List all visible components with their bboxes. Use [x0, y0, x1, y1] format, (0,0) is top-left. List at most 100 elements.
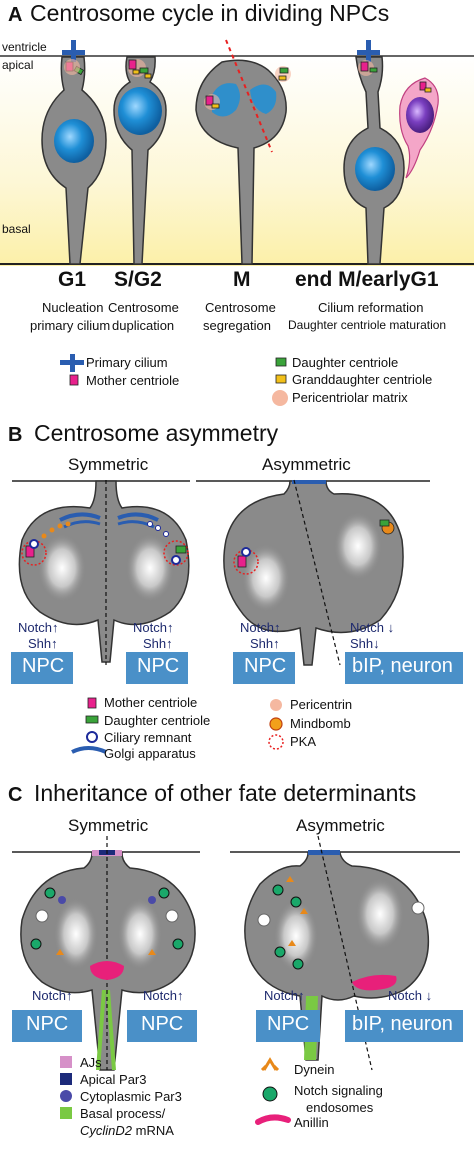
- b-shh-4: Shh↓: [350, 636, 380, 651]
- b-bip-label: bIP, neuron: [352, 655, 453, 677]
- b-legend-pericentrin: Pericentrin: [290, 697, 353, 712]
- daughter-centriole-icon: [275, 357, 287, 367]
- c-legend-cyclind2: CyclinD2: [80, 1123, 133, 1138]
- c-legend-dynein-icon: [260, 1057, 280, 1072]
- panel-c-asymmetric: Asymmetric: [296, 816, 385, 835]
- c-npc-label-1: NPC: [26, 1013, 69, 1035]
- b-legend-mother: Mother centriole: [104, 695, 198, 710]
- sg2-desc-2: duplication: [112, 318, 175, 333]
- b-legend-mother-icon: [87, 697, 97, 709]
- phase-endm: end M/earlyG1: [295, 268, 439, 291]
- b-legend-pka-icon: [268, 734, 284, 750]
- m-desc-2: segregation: [203, 318, 271, 333]
- legend-granddaughter: Granddaughter centriole: [292, 372, 433, 387]
- sg2-nucleus: [118, 87, 162, 135]
- panel-c-title: Inheritance of other fate determinants: [34, 780, 417, 806]
- c-legend-mrna: mRNA: [132, 1123, 174, 1138]
- asym-anillin: [352, 974, 397, 991]
- panel-b-asymmetric: Asymmetric: [262, 455, 351, 474]
- b-notch-2: Notch↑: [133, 620, 174, 635]
- panel-b-diagram: [11, 479, 463, 754]
- g1-desc-2: primary cilium: [30, 318, 111, 333]
- c-bip-label: bIP, neuron: [352, 1013, 453, 1035]
- b-legend-daughter-icon: [85, 715, 99, 724]
- c-notch-2: Notch↑: [143, 988, 184, 1003]
- c-legend-apical-par3-icon: [60, 1073, 72, 1085]
- c-legend-basal-1: Basal process/: [80, 1106, 166, 1121]
- c-legend-anillin-icon: [255, 1114, 291, 1125]
- mother-centriole-icon: [69, 374, 79, 386]
- c-legend-basal-icon: [60, 1107, 72, 1119]
- b-legend-ciliary: Ciliary remnant: [104, 730, 192, 745]
- b-legend-mindbomb-icon: [269, 717, 283, 731]
- b-legend-daughter: Daughter centriole: [104, 713, 211, 728]
- b-legend-golgi: Golgi apparatus: [104, 746, 196, 761]
- legend-primary-cilium: Primary cilium: [86, 355, 168, 370]
- g1-desc-1: Nucleation: [42, 300, 104, 315]
- c-notch-3: Notch↑: [264, 988, 305, 1003]
- legend-daughter-centriole-a: Daughter centriole: [292, 355, 399, 370]
- neuron-nucleus: [406, 97, 434, 133]
- c-notch-4: Notch ↓: [388, 988, 433, 1003]
- sg2-desc-1: Centrosome: [108, 300, 179, 315]
- granddaughter-centriole-icon: [275, 374, 287, 384]
- endm-nucleus: [355, 147, 395, 191]
- b-npc-label-2: NPC: [137, 655, 180, 677]
- panel-a-letter: A: [8, 4, 23, 26]
- b-notch-1: Notch↑: [18, 620, 59, 635]
- panel-c-letter: C: [8, 784, 23, 806]
- c-notch-1: Notch↑: [32, 988, 73, 1003]
- label-basal: basal: [2, 222, 31, 236]
- panel-a-title: Centrosome cycle in dividing NPCs: [30, 0, 390, 26]
- panel-a-legend-icons: [60, 354, 288, 406]
- c-legend-anillin: Anillin: [294, 1115, 329, 1130]
- phase-sg2: S/G2: [114, 268, 162, 291]
- legend-pcm: Pericentriolar matrix: [292, 390, 408, 405]
- c-legend-dynein: Dynein: [294, 1062, 335, 1077]
- b-legend-mindbomb: Mindbomb: [290, 716, 351, 731]
- legend-mother-centriole-a: Mother centriole: [86, 373, 180, 388]
- c-npc-label-2: NPC: [141, 1013, 184, 1035]
- phase-g1: G1: [58, 268, 87, 291]
- g1-nucleus: [54, 119, 94, 163]
- b-npc-box-3: [233, 652, 295, 684]
- endm-desc-2: Daughter centriole maturation: [288, 318, 447, 332]
- panel-b-symmetric: Symmetric: [68, 455, 149, 474]
- pcm-icon: [272, 390, 288, 406]
- b-legend-ciliary-remnant-icon: [86, 731, 98, 743]
- b-legend-golgi-icon: [71, 746, 107, 754]
- c-npc-box-1: [12, 1010, 82, 1042]
- c-npc-label-3: NPC: [267, 1013, 310, 1035]
- b-shh-2: Shh↑: [143, 636, 173, 651]
- panel-a-diagram: [0, 39, 474, 266]
- c-legend-ajs: AJs: [80, 1055, 102, 1070]
- panel-b-letter: B: [8, 424, 23, 446]
- phase-m: M: [233, 268, 251, 291]
- c-legend-cyto-par3: Cytoplasmic Par3: [80, 1089, 182, 1104]
- b-notch-4: Notch ↓: [350, 620, 395, 635]
- b-npc-label-3: NPC: [244, 655, 287, 677]
- c-legend-basal-2-row: CyclinD2 mRNA: [80, 1123, 174, 1138]
- c-legend-notch-1: Notch signaling: [294, 1083, 383, 1098]
- c-legend-endosome-icon: [262, 1086, 278, 1102]
- asym-cell-b-plane: [293, 479, 341, 666]
- panel-c-symmetric: Symmetric: [68, 816, 149, 835]
- c-legend-cyto-par3-icon: [60, 1090, 72, 1102]
- b-legend-pka: PKA: [290, 734, 317, 749]
- c-npc-box-3: [256, 1010, 320, 1042]
- c-legend-apical-par3: Apical Par3: [80, 1072, 147, 1087]
- b-npc-label-1: NPC: [22, 655, 65, 677]
- b-bip-box: [345, 652, 463, 684]
- b-shh-1: Shh↑: [28, 636, 58, 651]
- c-legend-ajs-icon: [60, 1056, 72, 1068]
- b-npc-box-2: [126, 652, 188, 684]
- c-npc-box-2: [127, 1010, 197, 1042]
- c-legend-notch-2: endosomes: [306, 1100, 374, 1115]
- endm-desc-1: Cilium reformation: [318, 300, 424, 315]
- label-apical: apical: [2, 58, 34, 72]
- sym-anillin: [90, 961, 124, 980]
- panel-b-title: Centrosome asymmetry: [34, 420, 279, 446]
- m-desc-1: Centrosome: [205, 300, 276, 315]
- c-bip-box: [345, 1010, 463, 1042]
